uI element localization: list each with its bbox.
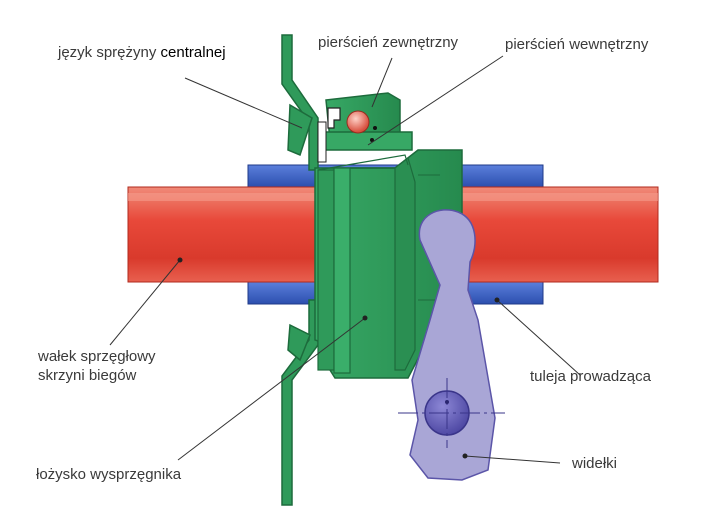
label-shaft-line1: wałek sprzęgłowy	[38, 348, 156, 365]
label-guide-sleeve: tuleja prowadząca	[530, 368, 651, 385]
leader-shaft	[109, 259, 181, 346]
bearing-ball	[346, 110, 370, 134]
release-fork	[398, 209, 505, 481]
release-bearing	[314, 92, 463, 379]
central-spring	[281, 34, 319, 506]
leader-fork	[464, 455, 561, 464]
label-outer-ring: pierścień zewnętrzny	[318, 34, 459, 51]
label-shaft: wałek sprzęgłowy skrzyni biegów	[38, 348, 156, 386]
leader-inner-ring	[367, 55, 504, 146]
leader-lines	[109, 55, 581, 464]
leader-bearing	[177, 317, 366, 461]
leader-outer-ring	[371, 57, 393, 108]
label-fork: widełki	[572, 455, 618, 472]
label-inner-ring: pierścień wewnętrzny	[505, 36, 649, 53]
label-spring-tongue-suffix: centralnej	[160, 44, 226, 61]
label-shaft-line2: skrzyni biegów	[38, 366, 137, 384]
label-spring-tongue-prefix: język sprężyny	[58, 44, 157, 61]
leader-spring-tongue	[184, 77, 303, 129]
leader-sleeve	[496, 299, 581, 376]
label-bearing: łożysko wysprzęgnika	[36, 466, 182, 483]
label-spring-tongue: język sprężyny centralnej	[58, 44, 226, 63]
